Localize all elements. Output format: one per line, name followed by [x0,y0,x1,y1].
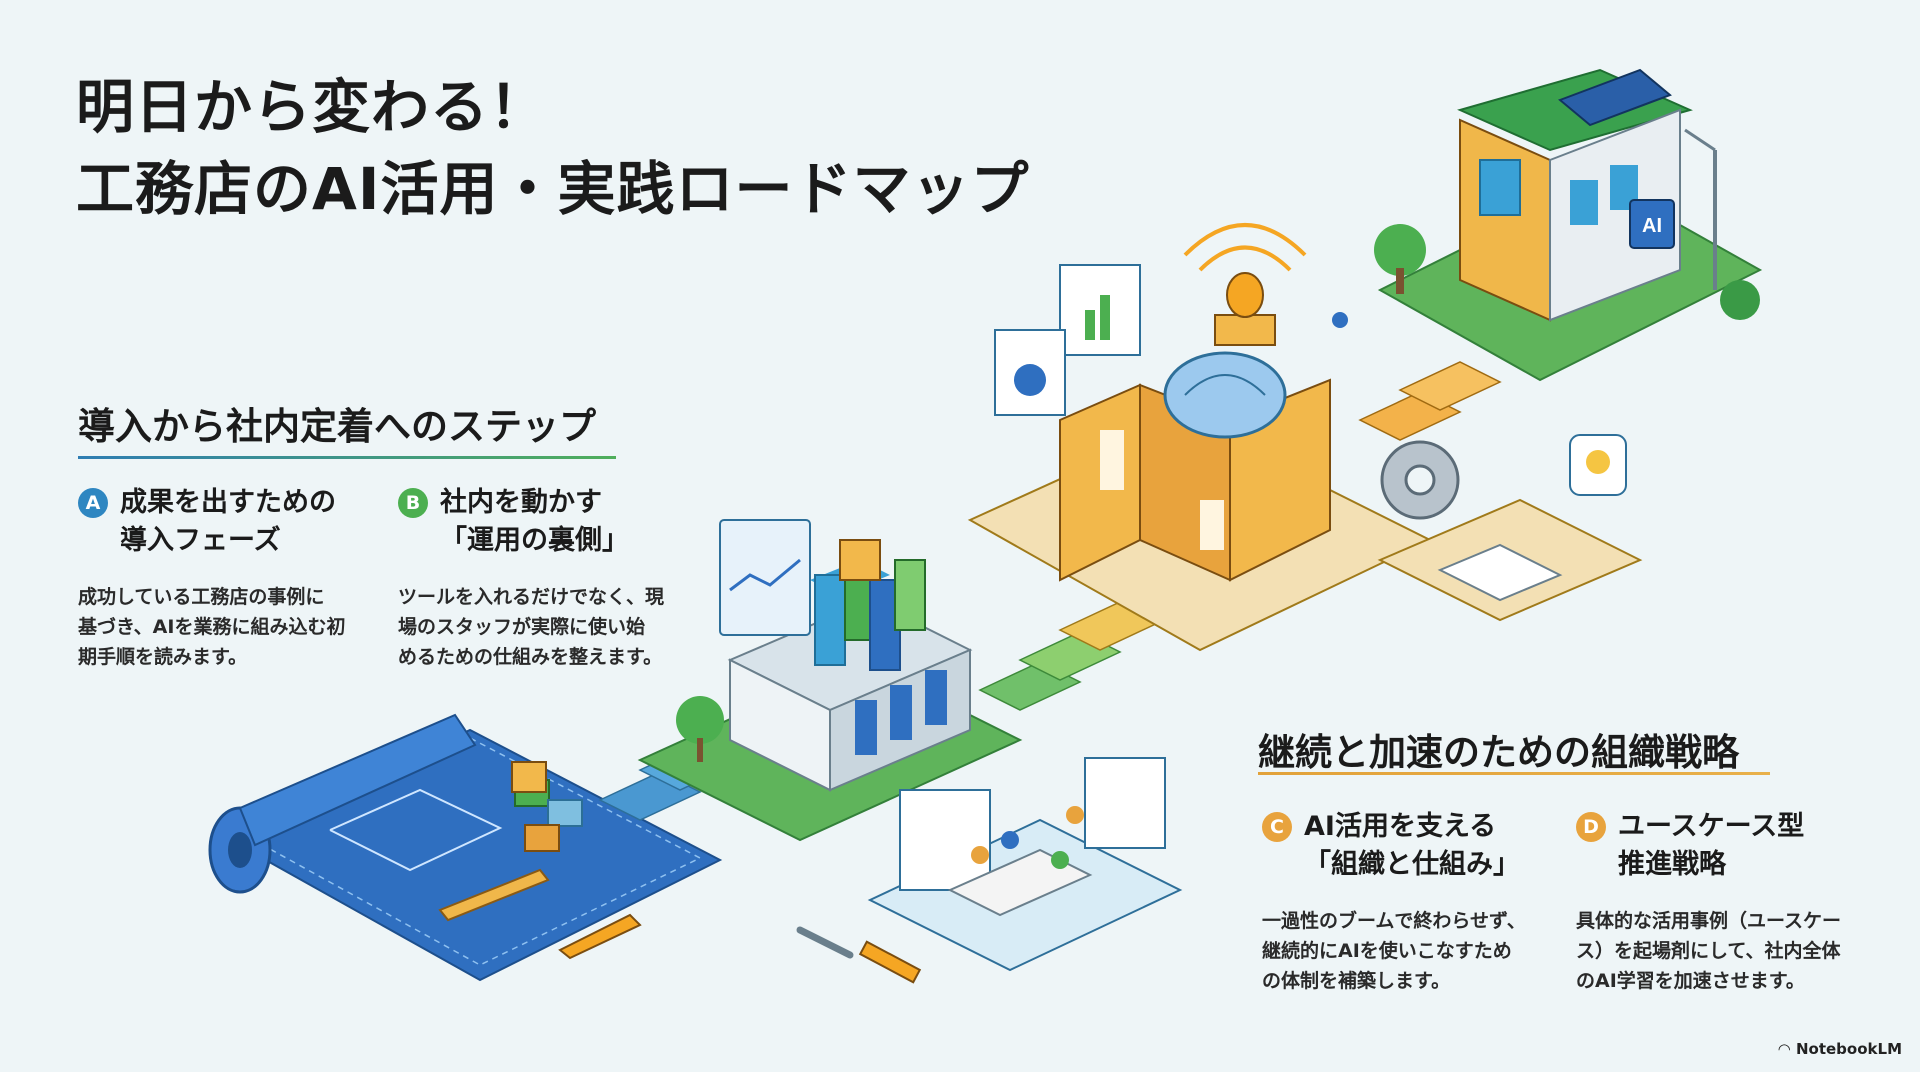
section-heading-left: 導入から社内定着へのステップ [78,405,596,448]
badge-a: A [78,488,108,518]
step-d: D ユースケース型 推進戦略 具体的な活用事例（ユースケー ス）を起場剤にして、… [1576,808,1876,996]
notebooklm-brand: ◠ NotebookLM [1778,1040,1902,1058]
badge-c: C [1262,812,1292,842]
step-a-desc: 成功している工務店の事例に 基づき、AIを業務に組み込む初 期手順を読みます。 [78,586,346,668]
step-a: A 成果を出すための 導入フェーズ 成功している工務店の事例に 基づき、AIを業… [78,484,378,672]
meeting-area-icon [796,757,1183,984]
section-heading-right: 継続と加速のための組織戦略 [1258,731,1739,774]
notebooklm-logo-icon: ◠ [1778,1040,1790,1058]
step-d-title: ユースケース型 推進戦略 [1618,811,1805,880]
heading-underline-left [78,456,616,459]
step-c-title: AI活用を支える 「組織と仕組み」 [1304,811,1520,880]
badge-d: D [1576,812,1606,842]
step-b-title: 社内を動かす 「運用の裏側」 [440,487,629,556]
title-line-1: 明日から変わる！ [76,73,549,141]
page-title: 明日から変わる！ 工務店のAI活用・実践ロードマップ [76,66,1029,230]
brand-label: NotebookLM [1795,1040,1902,1058]
step-b: B 社内を動かす 「運用の裏側」 ツールを入れるだけでなく、現 場のスタッフが実… [398,484,698,672]
step-c-desc: 一過性のブームで終わらせず、 継続的にAIを使いこなすため の体制を補築します。 [1262,910,1526,992]
blueprint-icon [208,713,723,982]
step-d-desc: 具体的な活用事例（ユースケー ス）を起場剤にして、社内全体 のAI学習を加速させ… [1576,910,1842,992]
office-building-icon [637,519,1023,842]
badge-b: B [398,488,428,518]
smart-house-icon: AI [1374,68,1763,382]
heading-underline-right [1258,772,1770,775]
step-a-title: 成果を出すための 導入フェーズ [120,487,336,556]
step-b-desc: ツールを入れるだけでなく、現 場のスタッフが実際に使い始 めるための仕組みを整え… [398,586,665,668]
step-c: C AI活用を支える 「組織と仕組み」 一過性のブームで終わらせず、 継続的にA… [1262,808,1562,996]
ai-badge-text: AI [1642,215,1662,237]
ai-hub-icon [967,223,1643,652]
title-line-2: 工務店のAI活用・実践ロードマップ [76,155,1030,223]
